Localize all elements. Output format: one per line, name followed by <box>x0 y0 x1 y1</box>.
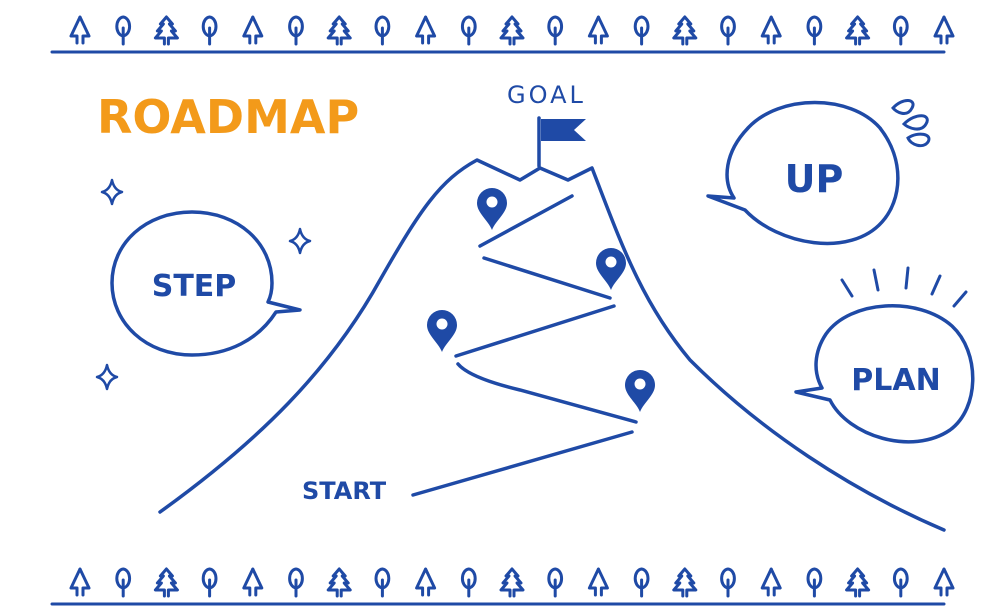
tree-icon <box>326 567 352 598</box>
tree-icon <box>69 15 91 45</box>
tree-icon <box>720 567 736 598</box>
tree-icon <box>806 567 823 598</box>
tree-border-top <box>69 15 955 46</box>
flag-icon <box>537 116 586 168</box>
step-bubble-label: STEP <box>152 269 237 304</box>
tree-icon <box>845 567 871 598</box>
tree-icon <box>633 567 650 598</box>
tree-icon <box>547 15 564 46</box>
map-pin-icon <box>427 310 457 352</box>
tree-icon <box>547 567 564 598</box>
tree-icon <box>720 15 736 46</box>
tree-icon <box>760 567 782 597</box>
up-speech-bubble: UP <box>706 100 900 246</box>
sparkle-icon <box>95 363 119 391</box>
map-pin-icon <box>596 248 626 290</box>
start-label: START <box>302 477 387 505</box>
tree-icon <box>201 567 218 598</box>
tree-icon <box>153 567 179 598</box>
tree-border-bottom <box>69 567 955 598</box>
tree-icon <box>374 15 391 46</box>
tree-icon <box>499 15 525 46</box>
mountain-outline <box>158 158 946 532</box>
emphasis-marks-icon <box>891 99 931 148</box>
tree-icon <box>415 567 437 597</box>
plan-bubble-label: PLAN <box>851 363 940 398</box>
page-title: ROADMAP <box>97 90 359 144</box>
map-pin-icon <box>477 188 507 230</box>
tree-icon <box>69 567 91 597</box>
tree-icon <box>242 15 264 45</box>
step-speech-bubble: STEP <box>110 210 302 357</box>
tree-icon <box>288 15 304 46</box>
tree-icon <box>806 15 823 46</box>
tree-icon <box>672 15 698 46</box>
tree-icon <box>933 567 955 597</box>
tree-icon <box>892 567 909 598</box>
tree-icon <box>760 15 782 45</box>
map-pin-icon <box>625 370 655 412</box>
tree-icon <box>153 15 179 46</box>
tree-icon <box>892 15 909 46</box>
sparkle-icon <box>100 178 124 206</box>
up-bubble-label: UP <box>785 157 844 201</box>
tree-icon <box>587 567 609 597</box>
tree-icon <box>288 567 304 598</box>
tree-icon <box>587 15 609 45</box>
plan-speech-bubble: PLAN <box>794 304 975 444</box>
tree-icon <box>374 567 391 598</box>
tree-icon <box>499 567 525 598</box>
zigzag-road <box>411 194 638 497</box>
goal-label: GOAL <box>507 81 586 109</box>
tree-icon <box>326 15 352 46</box>
tree-icon <box>672 567 698 598</box>
tree-icon <box>460 567 477 598</box>
tree-icon <box>242 567 264 597</box>
tree-icon <box>845 15 871 46</box>
tree-icon <box>115 567 132 598</box>
sparkle-icon <box>288 227 312 255</box>
tree-icon <box>633 15 650 46</box>
tree-icon <box>933 15 955 45</box>
tree-icon <box>415 15 437 45</box>
radiating-lines-icon <box>840 266 968 308</box>
tree-icon <box>115 15 132 46</box>
tree-icon <box>460 15 477 46</box>
tree-icon <box>201 15 218 46</box>
